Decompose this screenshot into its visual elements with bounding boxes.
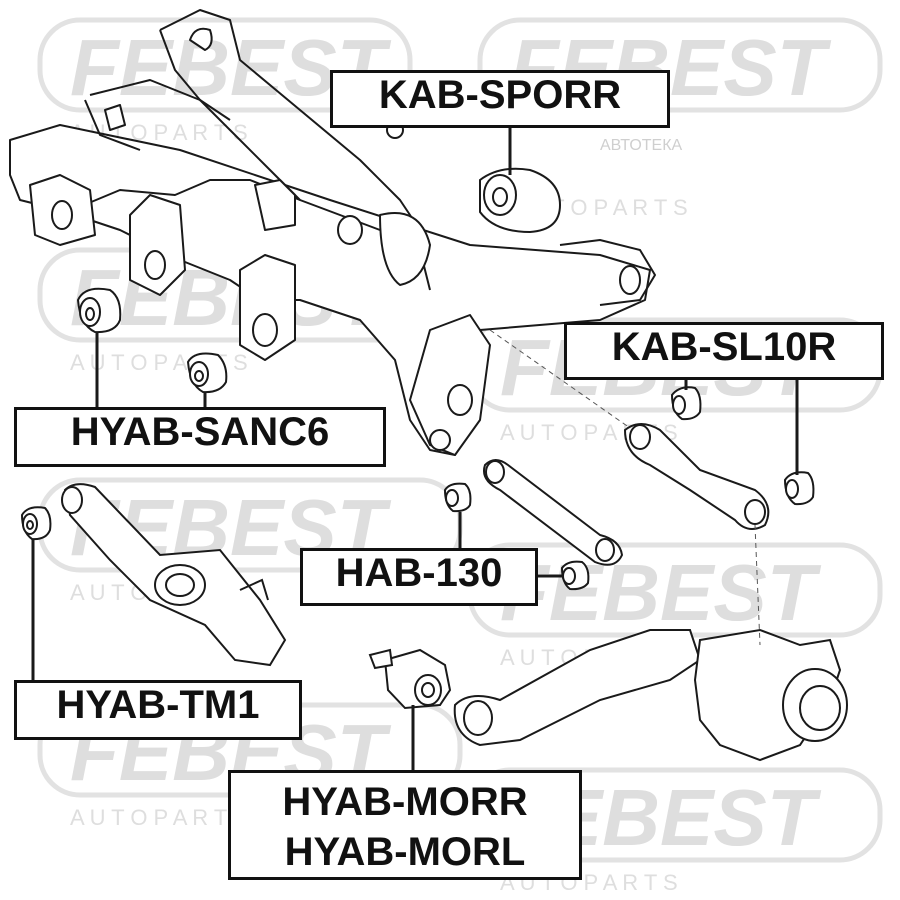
bushing-kab-sl10r-lower — [783, 471, 815, 506]
bushing-kab-sporr — [479, 167, 562, 234]
bushing-hyab-tm1 — [20, 506, 52, 541]
bushing-hab-130-upper — [443, 482, 472, 513]
part-label-hyab-tm1: HYAB-TM1 — [14, 680, 302, 740]
bushing-kab-sl10r-upper — [670, 386, 702, 421]
part-label-hyab-morr: HYAB-MORR — [282, 780, 528, 824]
bushing-hyab-sanc6-lower — [186, 352, 228, 394]
lower-control-arm — [61, 483, 287, 667]
part-label-hyab-sanc6: HYAB-SANC6 — [14, 407, 386, 467]
dashed-guide-lines — [489, 329, 761, 646]
part-label-hyab-morr-morl: HYAB-MORR HYAB-MORL — [228, 770, 582, 880]
part-label-kab-sl10r: KAB-SL10R — [564, 322, 884, 380]
leader-lines — [31, 128, 799, 770]
rear-subframe-drawing — [9, 9, 656, 456]
lateral-link — [483, 459, 624, 566]
watermark-brand: FEBEST — [500, 548, 822, 637]
part-label-kab-sporr: KAB-SPORR — [330, 70, 670, 128]
bushing-hab-130-lower — [560, 560, 590, 591]
part-label-hab-130: HAB-130 — [300, 548, 538, 606]
trailing-arm-knuckle — [368, 628, 848, 762]
upper-control-arm — [623, 423, 770, 530]
watermark-mark: АВТОТЕКА — [600, 137, 683, 154]
bushing-hyab-sanc6-upper — [76, 287, 122, 334]
watermark-tagline: A U T O P A R T S — [70, 805, 248, 830]
part-label-hyab-morl: HYAB-MORL — [284, 830, 526, 874]
